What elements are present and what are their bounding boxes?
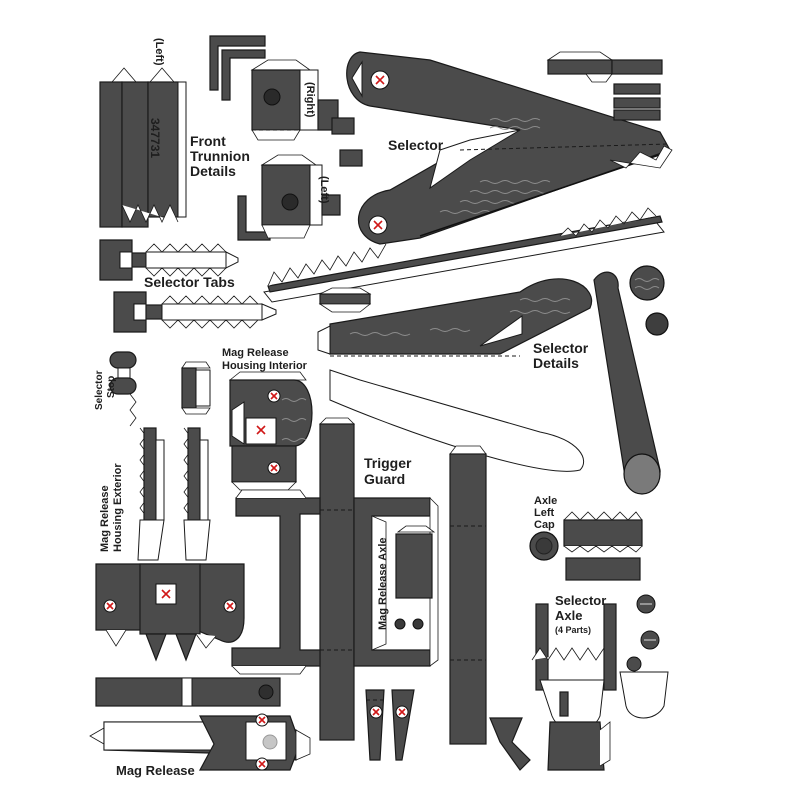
trunnion-small-piece-b bbox=[339, 149, 363, 167]
axle-left-cap-label-3: Cap bbox=[534, 519, 555, 531]
mag-release-axle-part bbox=[394, 525, 436, 630]
mag-release-housing-interior-label-2: Housing Interior bbox=[222, 360, 308, 372]
selector-detail-disc-small bbox=[645, 312, 669, 336]
front-trunnion-label-1: Front bbox=[190, 133, 226, 149]
mag-release-housing-interior-label-1: Mag Release bbox=[222, 347, 289, 359]
exterior-hole-center bbox=[161, 589, 171, 599]
mag-release-housing-interior-part bbox=[228, 371, 313, 491]
selector-tab-upper bbox=[99, 239, 239, 281]
interior-hole-top bbox=[267, 389, 281, 403]
mag-release-hole-top bbox=[255, 713, 269, 727]
selector-hole-top bbox=[370, 70, 390, 90]
selector-axle-label-1: Selector bbox=[555, 593, 606, 608]
mag-release-part bbox=[89, 715, 311, 771]
trigger-guard-wedges bbox=[365, 689, 415, 761]
axle-left-cap-label-1: Axle bbox=[534, 495, 557, 507]
selector-long-strip bbox=[263, 207, 665, 303]
front-trunnion-part bbox=[99, 67, 187, 228]
front-trunnion-label-2: Trunnion bbox=[190, 148, 250, 164]
selector-small-strip bbox=[318, 287, 372, 313]
trigger-guard-column bbox=[449, 445, 487, 745]
mag-release-housing-exterior-label-2: Housing Exterior bbox=[112, 463, 124, 552]
selector-stop-part bbox=[109, 351, 137, 427]
axle-left-cap-part bbox=[529, 511, 643, 581]
trunnion-side-left bbox=[260, 154, 341, 239]
wedge-hole-left bbox=[369, 705, 383, 719]
serial-number-label: 347731 bbox=[148, 118, 162, 158]
selector-label: Selector bbox=[388, 137, 444, 153]
axle-left-cap-label-2: Left bbox=[534, 507, 555, 519]
selector-stop-label-2: Stop bbox=[106, 376, 117, 398]
mag-release-bar-top bbox=[95, 677, 281, 707]
trigger-guard-label-2: Guard bbox=[364, 471, 405, 487]
exterior-hole-right bbox=[223, 599, 237, 613]
mag-release-housing-cap bbox=[181, 361, 211, 415]
selector-tab-lower bbox=[113, 291, 277, 333]
mag-release-label: Mag Release bbox=[116, 763, 195, 778]
trigger-guard-part bbox=[231, 417, 439, 741]
left-label-top: (Left) bbox=[153, 38, 165, 66]
selector-tabs-label: Selector Tabs bbox=[144, 274, 235, 290]
selector-details-part bbox=[317, 278, 593, 472]
selector-rod bbox=[593, 271, 661, 495]
selector-axle-parts-label: (4 Parts) bbox=[555, 625, 591, 635]
mag-release-housing-exterior-part bbox=[95, 427, 245, 662]
selector-details-label-2: Details bbox=[533, 355, 579, 371]
mag-release-hole-bottom bbox=[255, 757, 269, 771]
selector-hole-bottom bbox=[368, 215, 388, 235]
trunnion-side-right bbox=[250, 59, 339, 141]
interior-hole-bottom bbox=[267, 461, 281, 475]
selector-details-label-1: Selector bbox=[533, 340, 589, 356]
mag-release-housing-exterior-label-1: Mag Release bbox=[99, 485, 111, 552]
selector-axle-parts bbox=[489, 594, 669, 771]
right-label: (Right) bbox=[304, 82, 316, 118]
trunnion-small-piece-a bbox=[331, 117, 355, 135]
mag-release-axle-label: Mag Release Axle bbox=[377, 537, 389, 630]
trigger-guard-label-1: Trigger bbox=[364, 455, 412, 471]
selector-lever bbox=[346, 51, 673, 245]
interior-hole-center bbox=[256, 425, 266, 435]
exterior-hole-left bbox=[103, 599, 117, 613]
left-label-mid: (Left) bbox=[318, 176, 330, 204]
selector-axle-label-2: Axle bbox=[555, 608, 582, 623]
selector-strips-top-right bbox=[546, 51, 663, 121]
selector-detail-disc-large bbox=[629, 265, 665, 301]
wedge-hole-right bbox=[395, 705, 409, 719]
selector-stop-label-1: Selector bbox=[94, 370, 105, 410]
front-trunnion-label-3: Details bbox=[190, 163, 236, 179]
trunnion-bracket-top bbox=[209, 35, 266, 101]
